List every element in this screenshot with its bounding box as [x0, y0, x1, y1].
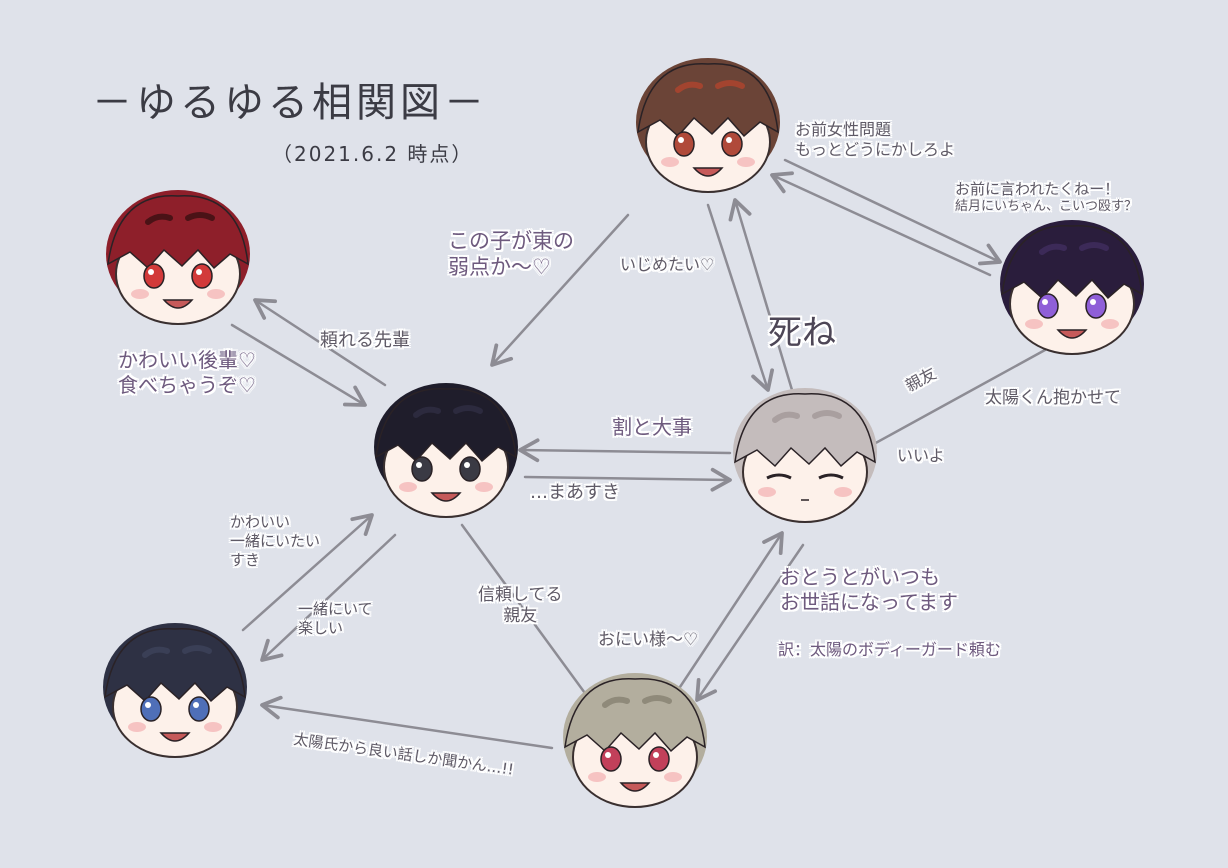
label-silver-to-ash-note: 訳：太陽のボディーガード頼む [778, 640, 1001, 659]
label-brown-to-purple: お前女性問題もっとどうにかしろよ [795, 120, 956, 159]
arrow-brown-to-purple [783, 158, 1002, 266]
arrow-brown-to-silver [706, 203, 774, 392]
arrow-black-to-red [253, 298, 387, 387]
arrow-ash-to-navy [260, 695, 554, 750]
label-brown-to-silver: いじめたい♡ [620, 255, 715, 274]
character-navy-head [103, 623, 247, 758]
arrow-black-to-navy [260, 533, 397, 662]
label-purple-to-brown: お前に言われたくねー！結月にいちゃん、こいつ殴す？ [955, 180, 1138, 214]
character-brown-head [636, 58, 780, 193]
arrow-navy-to-black [241, 513, 374, 632]
label-silver-to-ash: おとうとがいつもお世話になってます [780, 565, 958, 614]
character-black-head [374, 383, 518, 518]
label-black-to-silver: …まあすき [530, 482, 620, 503]
line-black-ash [460, 523, 592, 702]
character-silver-head [733, 388, 877, 523]
character-red-head [106, 190, 250, 325]
label-black-to-red: 頼れる先輩 [320, 330, 410, 351]
label-black-ash: 信頼してる親友 [478, 585, 563, 627]
label-silver-to-brown: 死ね [768, 313, 836, 353]
page-subtitle: （2021.6.2 時点） [272, 142, 474, 166]
label-silver-to-black: 割と大事 [612, 415, 692, 439]
arrow-silver-to-ash [695, 543, 805, 702]
arrow-black-to-silver [523, 467, 732, 492]
label-black-to-navy: 一緒にいて楽しい [298, 600, 373, 637]
label-ash-to-silver: おにい様～♡ [598, 630, 699, 650]
arrow-silver-to-black [518, 438, 732, 463]
page-title: －ゆるゆる相関図－ [92, 80, 488, 126]
character-ash-head [563, 673, 707, 808]
arrow-brown-to-black [490, 213, 630, 367]
label-brown-to-black: この子が東の弱点か～♡ [448, 229, 574, 280]
line-silver-purple [870, 348, 1047, 447]
label-silver-to-purple: いいよ [897, 446, 945, 465]
arrow-purple-to-brown [770, 171, 992, 277]
label-navy-to-black: かわいい一緒にいたいすき [230, 513, 321, 569]
label-purple-to-silver: 太陽くん抱かせて [985, 388, 1121, 408]
label-red-to-black: かわいい後輩♡食べちゃうぞ♡ [118, 348, 256, 397]
arrow-silver-to-brown [728, 198, 794, 392]
arrow-ash-to-silver [676, 531, 784, 692]
character-purple-head [1000, 220, 1144, 355]
arrow-red-to-black [230, 323, 367, 407]
